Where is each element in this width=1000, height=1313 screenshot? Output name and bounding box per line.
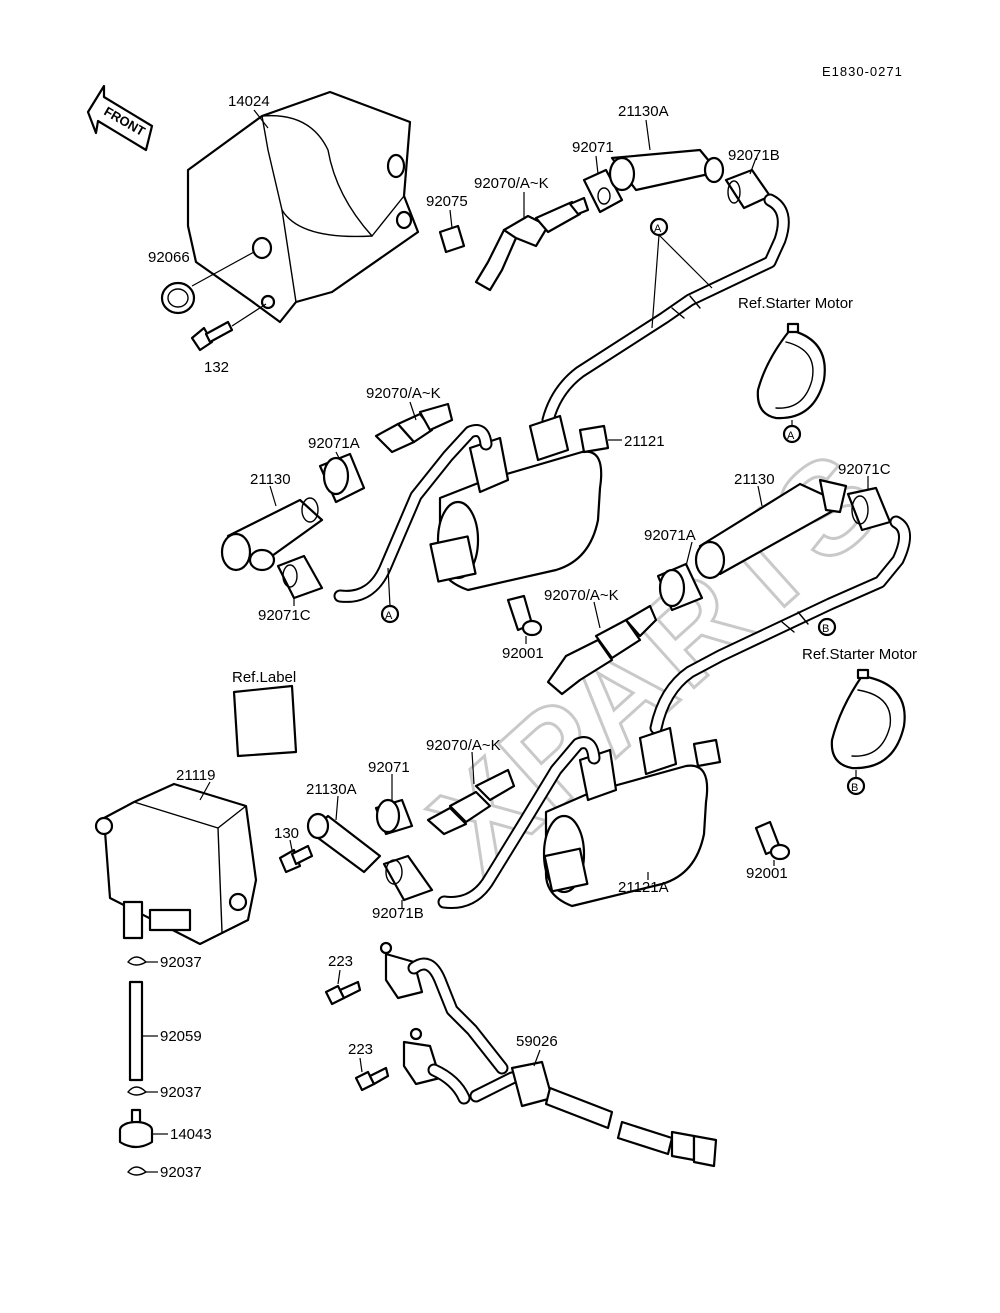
ignition-coil-21121A	[542, 726, 722, 908]
label-223-b: 223	[348, 1041, 373, 1058]
marker-a-band: A	[782, 424, 802, 444]
label-92066: 92066	[148, 249, 190, 266]
ignition-cover	[186, 90, 420, 324]
bolt-92001-mid	[506, 594, 543, 637]
screw-223-a	[324, 980, 362, 1006]
pad-92075	[438, 224, 466, 254]
plug-cap-21130-left	[220, 497, 324, 572]
label-92071B-top: 92071B	[728, 147, 780, 164]
label-59026: 59026	[516, 1033, 558, 1050]
label-21130-left: 21130	[250, 471, 291, 488]
label-92070-top: 92070/A~K	[474, 175, 549, 192]
grommet-92066	[160, 281, 196, 315]
label-92075: 92075	[426, 193, 468, 210]
starter-band-b	[830, 668, 906, 770]
svg-text:B: B	[851, 782, 858, 794]
starter-band-a	[756, 322, 826, 420]
cap-92071B-top	[724, 168, 772, 210]
label-14043: 14043	[170, 1126, 212, 1143]
plug-cap-21130A-top	[608, 148, 725, 192]
label-92001-low: 92001	[746, 865, 788, 882]
label-92037-a: 92037	[160, 954, 202, 971]
ignition-coil-21121	[429, 414, 610, 592]
label-21130A-low: 21130A	[306, 781, 357, 798]
bolt-92001-low	[754, 820, 791, 861]
clip-92037-c	[127, 1166, 148, 1176]
spark-plug-right	[546, 604, 658, 696]
ref-label-text: Ref.Label	[232, 669, 296, 686]
hose-92059	[128, 980, 144, 1082]
label-92037-b: 92037	[160, 1084, 202, 1101]
cap-92071A-right	[656, 562, 704, 612]
marker-b-band: B	[846, 776, 866, 796]
label-92071B-low: 92071B	[372, 905, 424, 922]
plug-cap-21130-right	[694, 478, 848, 580]
cap-92071-low	[374, 798, 414, 836]
ref-label-sheet	[232, 684, 298, 758]
label-92001-mid: 92001	[502, 645, 544, 662]
label-21119: 21119	[176, 767, 216, 784]
front-arrow-icon: FRONT	[86, 84, 154, 152]
label-92071C-right: 92071C	[838, 461, 891, 478]
label-92070-low: 92070/A~K	[426, 737, 501, 754]
clip-92037-b	[127, 1086, 148, 1096]
label-223-a: 223	[328, 953, 353, 970]
label-21121A: 21121A	[618, 879, 669, 896]
bolt-132	[190, 320, 234, 352]
svg-text:A: A	[385, 610, 393, 622]
spark-plug-top	[474, 196, 590, 292]
label-92070-right: 92070/A~K	[544, 587, 619, 604]
bolt-130	[278, 844, 314, 874]
cap-92071B-low	[382, 854, 434, 902]
label-92070-mid: 92070/A~K	[366, 385, 441, 402]
label-21121: 21121	[624, 433, 665, 450]
plug-cap-21130A-low	[306, 812, 382, 874]
label-92037-c: 92037	[160, 1164, 202, 1181]
label-14024: 14024	[228, 93, 270, 110]
marker-b-mid: B	[817, 617, 837, 637]
ref-starter-motor-a: Ref.Starter Motor	[738, 295, 853, 312]
cap-92071C-left	[276, 554, 324, 600]
harness-59026	[510, 1060, 718, 1168]
spark-plug-low	[426, 768, 516, 836]
marker-a-left: A	[380, 604, 400, 624]
label-92071A-right: 92071A	[644, 527, 696, 544]
svg-text:B: B	[822, 623, 829, 635]
label-132: 132	[204, 359, 229, 376]
igniter-21119	[94, 782, 258, 946]
cap-92071A-left	[318, 452, 366, 504]
cap-92071-top	[582, 168, 624, 214]
screw-223-b	[354, 1066, 390, 1092]
diagram-code: E1830-0271	[822, 64, 903, 79]
clip-92037-a	[127, 956, 148, 966]
svg-text:A: A	[654, 223, 662, 235]
label-92071A-left: 92071A	[308, 435, 360, 452]
label-92071-top: 92071	[572, 139, 614, 156]
label-130: 130	[274, 825, 299, 842]
label-92071-low: 92071	[368, 759, 410, 776]
ref-starter-motor-b: Ref.Starter Motor	[802, 646, 917, 663]
filter-14043	[118, 1108, 154, 1149]
label-21130A-top: 21130A	[618, 103, 669, 120]
label-21130-right: 21130	[734, 471, 775, 488]
label-92059: 92059	[160, 1028, 202, 1045]
svg-text:A: A	[787, 430, 795, 442]
marker-a-top: A	[649, 217, 669, 237]
spark-plug-mid	[374, 402, 454, 454]
label-92071C-left: 92071C	[258, 607, 311, 624]
